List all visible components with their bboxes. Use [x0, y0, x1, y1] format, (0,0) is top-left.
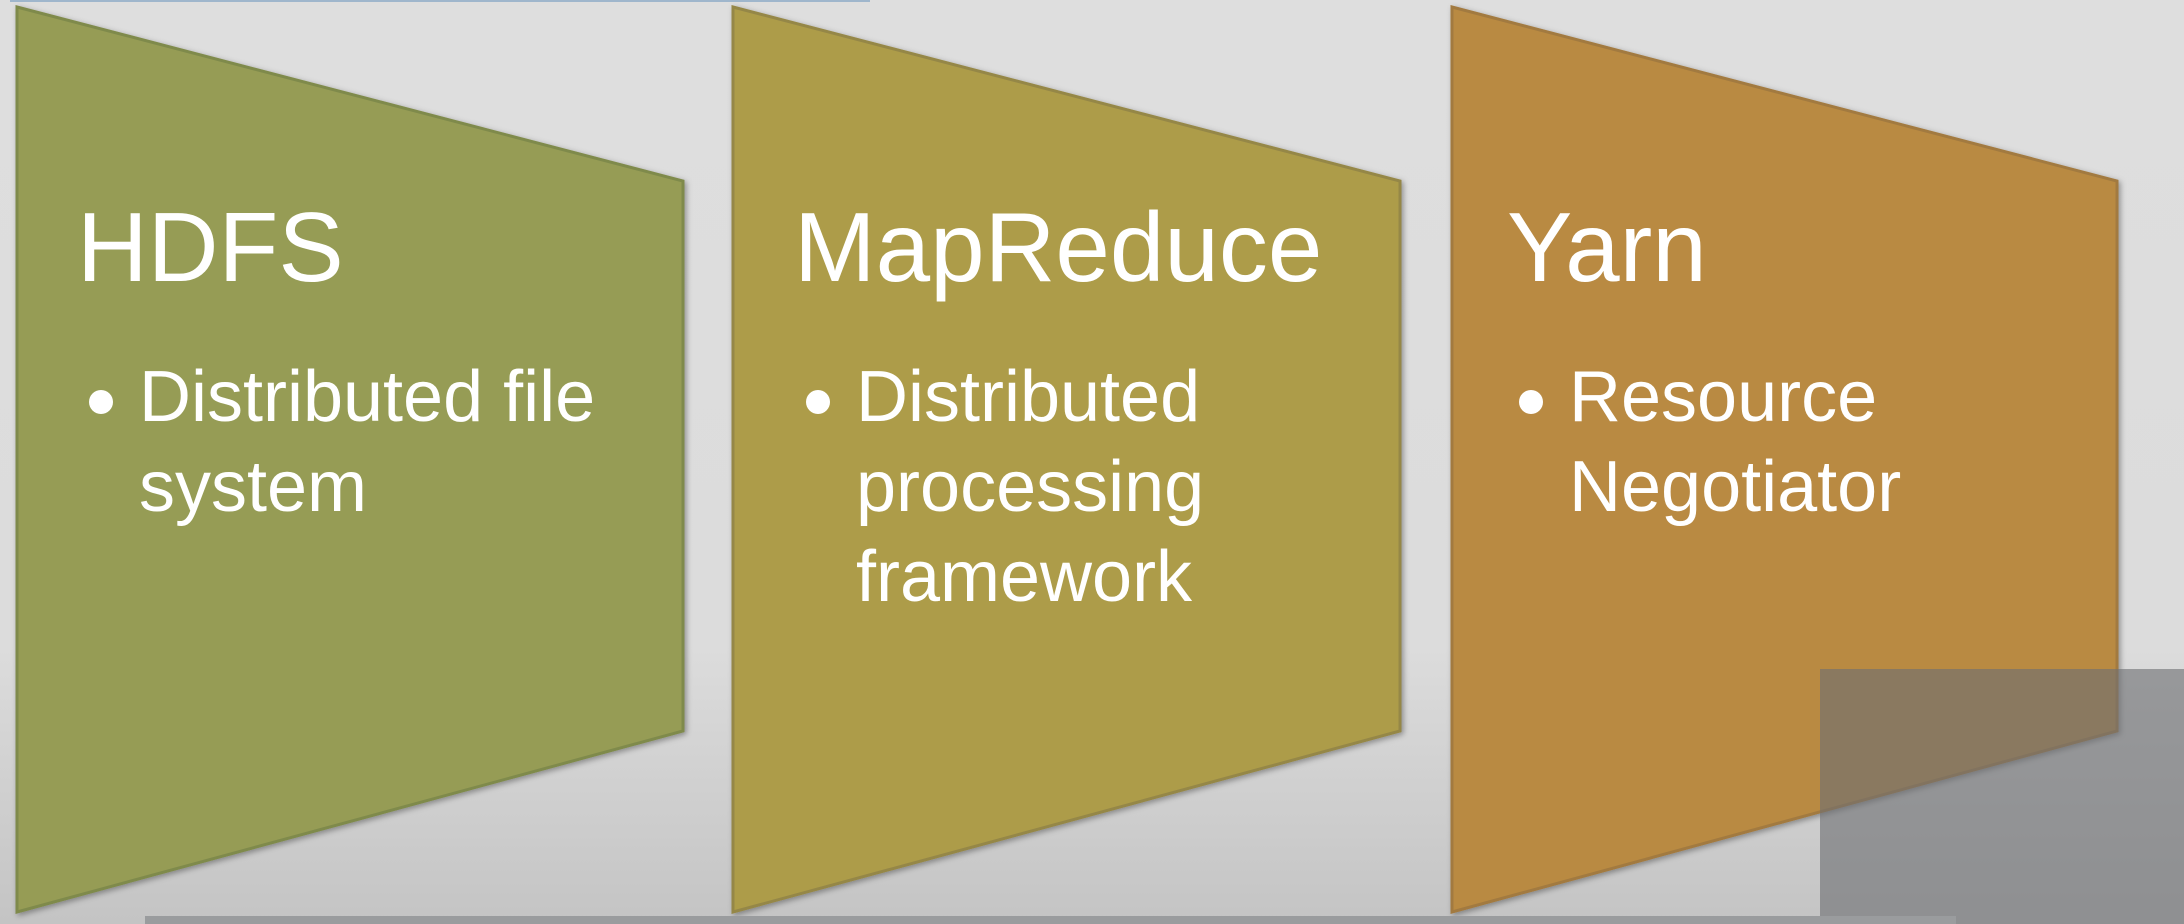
- bullet-icon: [89, 390, 113, 414]
- corner-overlay: [1820, 669, 2184, 924]
- bullet-icon: [806, 390, 830, 414]
- top-divider-line: [10, 0, 870, 2]
- stage-title: MapReduce: [794, 192, 1323, 302]
- stage-bullet: Distributed processing framework: [794, 352, 1374, 622]
- stage-shape-mapreduce: [731, 5, 1402, 914]
- stage-hdfs: HDFS Distributed file system: [77, 192, 667, 532]
- stage-title: Yarn: [1507, 192, 1707, 302]
- stage-description: Distributed file system: [139, 357, 596, 527]
- stage-description: Resource Negotiator: [1569, 357, 1902, 527]
- stage-description: Distributed processing framework: [856, 357, 1205, 617]
- bottom-bar: [145, 916, 1956, 924]
- stage-yarn: Yarn Resource Negotiator: [1507, 192, 2067, 532]
- stage-title: HDFS: [77, 192, 344, 302]
- stage-bullet: Distributed file system: [77, 352, 667, 532]
- bullet-icon: [1519, 390, 1543, 414]
- stage-shape-hdfs: [15, 5, 685, 914]
- stage-bullet: Resource Negotiator: [1507, 352, 2067, 532]
- stage-mapreduce: MapReduce Distributed processing framewo…: [794, 192, 1374, 622]
